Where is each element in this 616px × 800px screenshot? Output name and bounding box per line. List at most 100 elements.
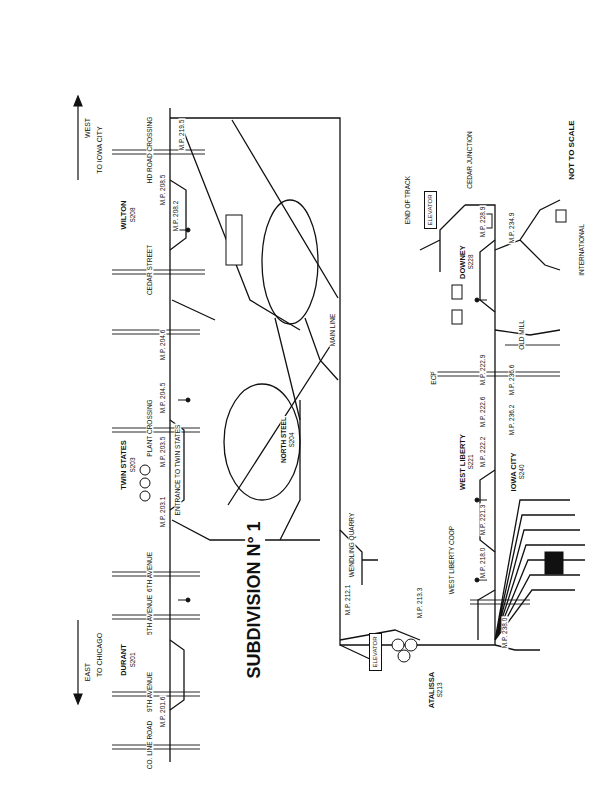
direction-label: WEST	[84, 117, 92, 139]
track-lines	[170, 108, 585, 762]
siding	[170, 180, 186, 710]
building	[452, 310, 462, 324]
milepost-label: M.P. 221.3	[479, 504, 486, 537]
place-label: WEST LIBERTY COOP	[448, 525, 455, 595]
station-name: IOWA CITY	[510, 452, 518, 493]
note-label: NOT TO SCALE	[568, 119, 577, 180]
milepost-label: M.P. 212.1	[344, 584, 351, 617]
station-name: NORTH STEEL	[280, 416, 287, 464]
loop-track	[262, 200, 318, 324]
elevator-box: ELEVATOR	[369, 633, 382, 671]
tank	[398, 650, 410, 662]
signal-symbol	[186, 398, 190, 402]
building-name: ELEVATOR	[427, 194, 434, 225]
signal-symbol	[186, 228, 190, 232]
building-name: ELEVATOR	[372, 636, 379, 667]
station-code: S208	[129, 206, 136, 223]
tank	[140, 491, 150, 501]
place-label: CEDAR STREET	[146, 244, 153, 296]
place-label: 9TH AVENUE	[146, 671, 153, 713]
signals	[178, 228, 487, 602]
tank	[405, 639, 417, 651]
signal-symbol	[475, 578, 479, 582]
yard-track	[495, 500, 585, 650]
spur-track	[495, 200, 560, 335]
station-name: DURANT	[120, 643, 128, 677]
milepost-label: M.P. 204.5	[159, 382, 166, 415]
spur-track	[172, 300, 334, 540]
station-code: S201	[129, 651, 136, 668]
station-name: ATALISSA	[428, 671, 436, 709]
milepost-label: M.P. 234.9	[508, 212, 515, 245]
building	[226, 215, 242, 265]
signal-symbol	[475, 298, 479, 302]
milepost-label: M.P. 236.2	[508, 404, 515, 437]
milepost-label: M.P. 222.6	[479, 396, 486, 429]
place-label: ENTRANCE TO TWIN STATES	[174, 424, 181, 517]
quarry-spur	[340, 530, 378, 585]
place-label: OLD MILL	[518, 319, 525, 351]
signal-symbol	[178, 230, 487, 600]
milepost-label: M.P. 228.9	[479, 206, 486, 239]
milepost-label: M.P. 203.5	[159, 436, 166, 469]
station-name: WEST LIBERTY	[459, 433, 467, 491]
place-label: PLANT CROSSING	[146, 398, 153, 457]
milepost-label: M.P. 218.0	[479, 547, 486, 580]
station-code: S228	[467, 253, 474, 270]
place-label: END OF TRACK	[404, 175, 411, 225]
milepost-label: M.P. 222.2	[479, 436, 486, 469]
main-line	[170, 108, 495, 762]
road	[112, 150, 205, 749]
structures	[140, 210, 566, 662]
station-name: TWIN STATES	[120, 439, 128, 491]
direction-label: TO IOWA CITY	[96, 125, 104, 174]
map-title: SUBDIVISION N° 1	[245, 519, 265, 680]
arrow-line	[77, 104, 78, 696]
milepost-label: M.P. 204.6	[159, 329, 166, 362]
station-code: S221	[467, 453, 474, 470]
milepost-label: M.P. 203.1	[159, 496, 166, 529]
road	[430, 345, 560, 604]
place-label: CEDAR JUNCTION	[466, 130, 473, 189]
place-label: 5TH AVENUE	[146, 594, 153, 636]
station-code: S204	[288, 431, 295, 448]
place-label: HD ROAD CROSSING	[146, 116, 153, 184]
elevator-box: ELEVATOR	[424, 191, 437, 229]
milepost-label: M.P. 219.5	[178, 119, 185, 152]
road-crossings	[112, 150, 560, 749]
circle-track	[224, 384, 300, 500]
place-label: INTERNATIONAL	[578, 223, 585, 277]
place-label: ECP	[430, 370, 437, 385]
milepost-label: M.P. 208.2	[172, 200, 179, 233]
signal-symbol	[475, 498, 479, 502]
direction-label: EAST	[84, 662, 92, 682]
building	[556, 210, 566, 222]
station-code: S203	[129, 456, 136, 473]
milepost-label: M.P. 201.6	[159, 696, 166, 729]
building	[452, 285, 462, 299]
place-label: WENDLING QUARRY	[348, 512, 355, 579]
station-name: DOWNEY	[459, 244, 467, 280]
station-code: S240	[518, 463, 525, 480]
milepost-label: M.P. 238.0	[501, 617, 508, 650]
tank	[140, 478, 150, 488]
tank	[392, 639, 404, 651]
direction-label: TO CHICAGO	[96, 632, 104, 678]
inner-track	[180, 120, 338, 330]
tank	[140, 465, 150, 475]
milepost-label: M.P. 236.6	[508, 364, 515, 397]
place-label: MAIN LINE	[329, 313, 336, 348]
signal-symbol	[186, 598, 190, 602]
place-label: 6TH AVENUE	[146, 551, 153, 593]
place-label: CO. LINE ROAD	[146, 720, 153, 770]
milepost-label: M.P. 222.9	[479, 354, 486, 387]
milepost-label: M.P. 213.3	[416, 587, 423, 620]
station-code: S213	[436, 681, 443, 698]
station-name: WILTON	[120, 200, 128, 231]
direction-arrows	[74, 96, 82, 704]
milepost-label: M.P. 208.5	[159, 174, 166, 207]
depot-block	[545, 552, 563, 574]
arrow-head	[74, 96, 82, 704]
